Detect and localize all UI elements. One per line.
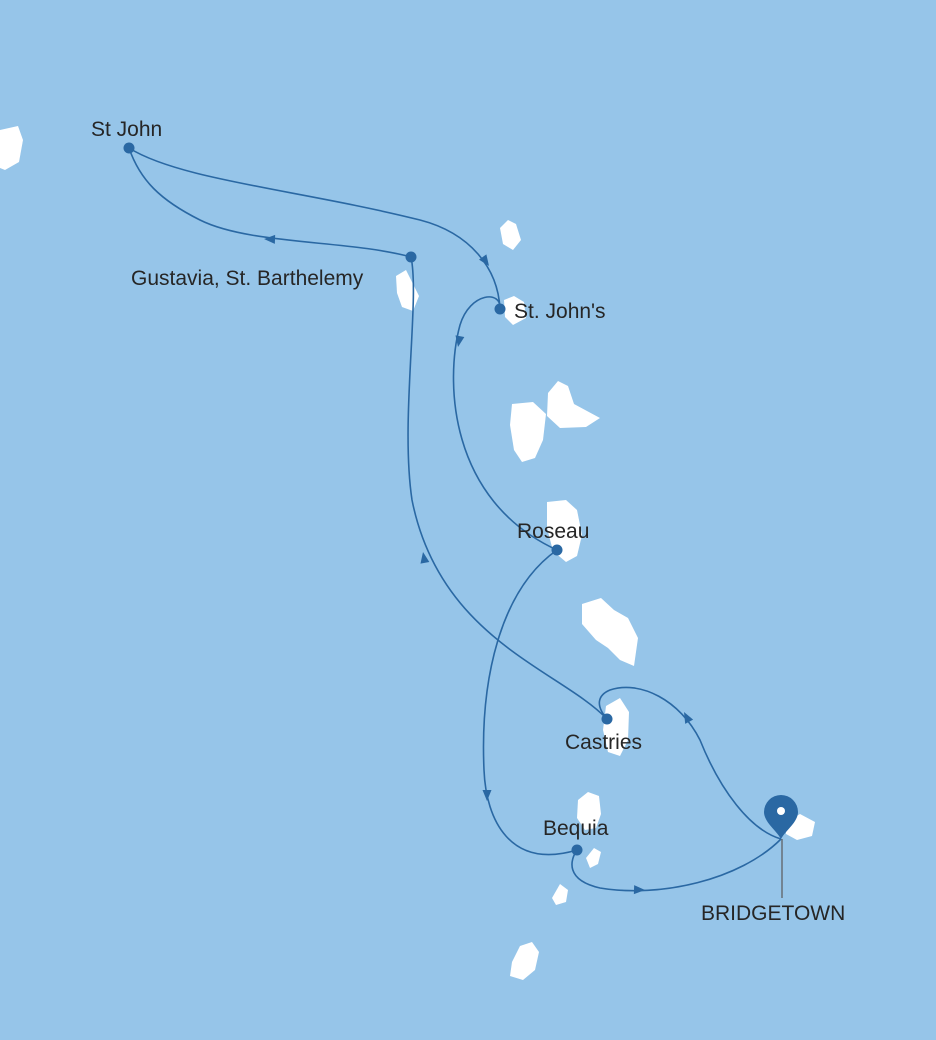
island-barbuda (500, 220, 521, 250)
map-pin-icon[interactable] (764, 795, 798, 839)
port-label-castries: Castries (565, 731, 642, 754)
arrow-icon (455, 335, 465, 347)
island-grenada (510, 942, 539, 980)
islands (0, 126, 815, 980)
port-markers (123, 142, 613, 856)
home-port-bridgetown[interactable]: BRIDGETOWN (701, 795, 845, 925)
cruise-route (128, 147, 782, 892)
route-st-john-st-johns (128, 147, 501, 310)
route-castries-gustavia (407, 256, 608, 720)
route-gustavia-st-john (128, 147, 412, 258)
arrow-icon (482, 790, 492, 801)
island-guadeloupe-grande-terre (547, 381, 600, 428)
island-bequia (586, 848, 601, 868)
arrow-icon (420, 552, 430, 564)
island-grenadines (552, 884, 568, 905)
island-anguilla-edge (0, 126, 23, 170)
port-label-roseau: Roseau (517, 520, 589, 543)
port-marker-roseau[interactable] (551, 544, 563, 556)
arrow-icon (479, 254, 489, 266)
port-marker-st-john[interactable] (123, 142, 135, 154)
map-pin-center (777, 807, 785, 815)
port-label-st-john: St John (91, 118, 162, 141)
port-marker-bequia[interactable] (571, 844, 583, 856)
port-label-gustavia: Gustavia, St. Barthelemy (131, 267, 364, 290)
route-bridgetown-castries (598, 686, 782, 840)
island-guadeloupe-basse-terre (510, 402, 546, 462)
arrow-icon (633, 885, 645, 895)
arrow-icon (684, 712, 694, 724)
port-label-bridgetown: BRIDGETOWN (701, 902, 845, 925)
port-marker-gustavia[interactable] (405, 251, 417, 263)
island-antigua (504, 296, 526, 325)
port-marker-st-johns[interactable] (494, 303, 506, 315)
island-martinique (582, 598, 638, 666)
route-bequia-bridgetown (571, 838, 782, 892)
island-st-lucia (603, 698, 629, 756)
route-st-johns-roseau (452, 296, 558, 551)
route-arrows (264, 234, 694, 895)
port-label-st-johns: St. John's (514, 300, 606, 323)
island-st-vincent (577, 792, 601, 830)
arrow-icon (264, 234, 276, 244)
port-label-bequia: Bequia (543, 817, 609, 840)
port-labels: St John Gustavia, St. Barthelemy St. Joh… (91, 118, 642, 840)
port-marker-castries[interactable] (601, 713, 613, 725)
route-roseau-bequia (482, 549, 578, 856)
